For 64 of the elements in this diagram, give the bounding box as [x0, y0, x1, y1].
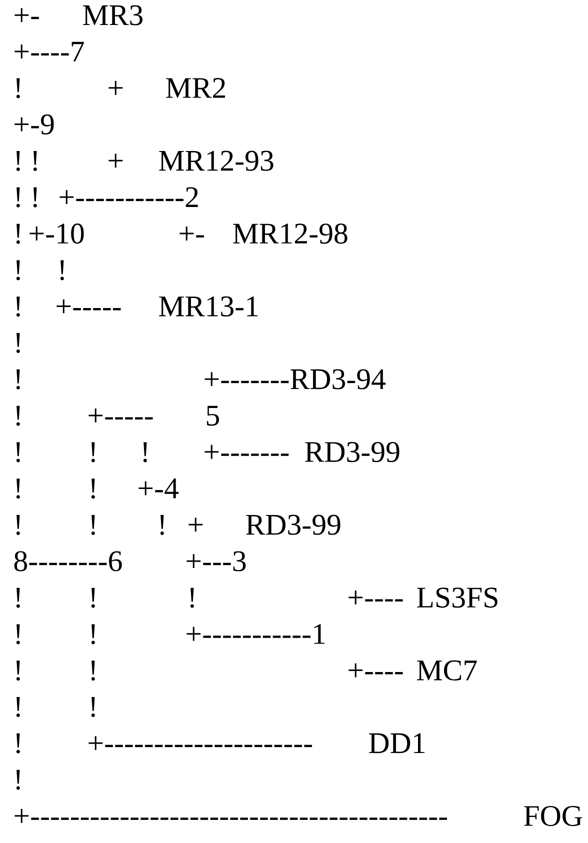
tree-text: ! [16, 697, 20, 718]
tree-text: ! [16, 588, 20, 608]
tree-text: ! [16, 369, 20, 390]
tree-text: ! [16, 151, 20, 172]
tree-text: +----- [56, 299, 121, 314]
tree-text: ! [91, 660, 95, 681]
tree-text: ! [16, 515, 20, 536]
tree-text: DD1 [369, 733, 424, 754]
tree-text: 5 [206, 406, 219, 426]
tree-text: +- [180, 226, 204, 240]
tree-text: ! [16, 296, 20, 317]
tree-text: LS3FS [417, 588, 498, 608]
tree-text: + [108, 80, 123, 95]
tree-text: RD3-99 [305, 442, 400, 462]
tree-text: +-4 [138, 478, 178, 498]
tree-text: ! [91, 588, 95, 608]
tree-text: ! [16, 78, 20, 98]
tree-text: +-9 [14, 114, 54, 134]
tree-text: FOG [524, 806, 582, 826]
tree-text: ! [16, 187, 20, 208]
tree-text: ! [91, 697, 95, 718]
tree-text: ! [16, 660, 20, 681]
tree-text: ! [91, 515, 95, 536]
tree-text: ! [91, 478, 95, 499]
tree-text: 8--------6 [14, 551, 122, 572]
tree-text: MC7 [417, 660, 477, 680]
tree-text: +-----------2 [60, 187, 198, 207]
tree-text: +---- [348, 663, 403, 678]
tree-text: ! [91, 624, 95, 644]
tree-text: +-----------1 [186, 624, 325, 644]
tree-text: ! [16, 406, 20, 426]
tree-text: RD3-99 [246, 514, 340, 535]
tree-text: ! [16, 770, 20, 790]
tree-text: + [188, 518, 203, 532]
tree-text: ! [16, 224, 20, 244]
tree-text: +-10 [30, 224, 84, 244]
tree-text: ! [16, 260, 20, 280]
tree-text: MR12-93 [159, 150, 274, 171]
tree-text: +- [14, 8, 39, 22]
tree-text: ! [16, 478, 20, 499]
tree-text: ! [60, 260, 64, 280]
tree-text: ! [16, 333, 20, 354]
tree-text: +----7 [14, 42, 84, 62]
tree-text: + [108, 154, 123, 168]
tree-text: MR13-1 [159, 296, 258, 316]
tree-text: +---- [348, 590, 403, 604]
tree-text: ! [190, 588, 194, 608]
tree-text: +----- [88, 408, 153, 422]
tree-text: +-------RD3-94 [204, 369, 386, 390]
tree-text: ! [143, 442, 147, 462]
tree-text: +------------------------------------------ [14, 808, 447, 823]
tree-text: MR12-98 [233, 224, 348, 244]
tree-text: ! [33, 187, 37, 208]
tree-text: +------- [204, 444, 289, 459]
tree-text: ! [16, 442, 20, 462]
tree-text: ! [16, 624, 20, 644]
tree-text: ! [16, 733, 20, 754]
tree-text: +---3 [186, 551, 246, 572]
tree-text: MR3 [83, 5, 142, 26]
tree-text: MR2 [166, 78, 225, 98]
tree-text: +--------------------- [88, 736, 312, 750]
tree-text: ! [91, 442, 95, 462]
tree-text: ! [33, 151, 37, 172]
tree-text: ! [160, 515, 164, 536]
